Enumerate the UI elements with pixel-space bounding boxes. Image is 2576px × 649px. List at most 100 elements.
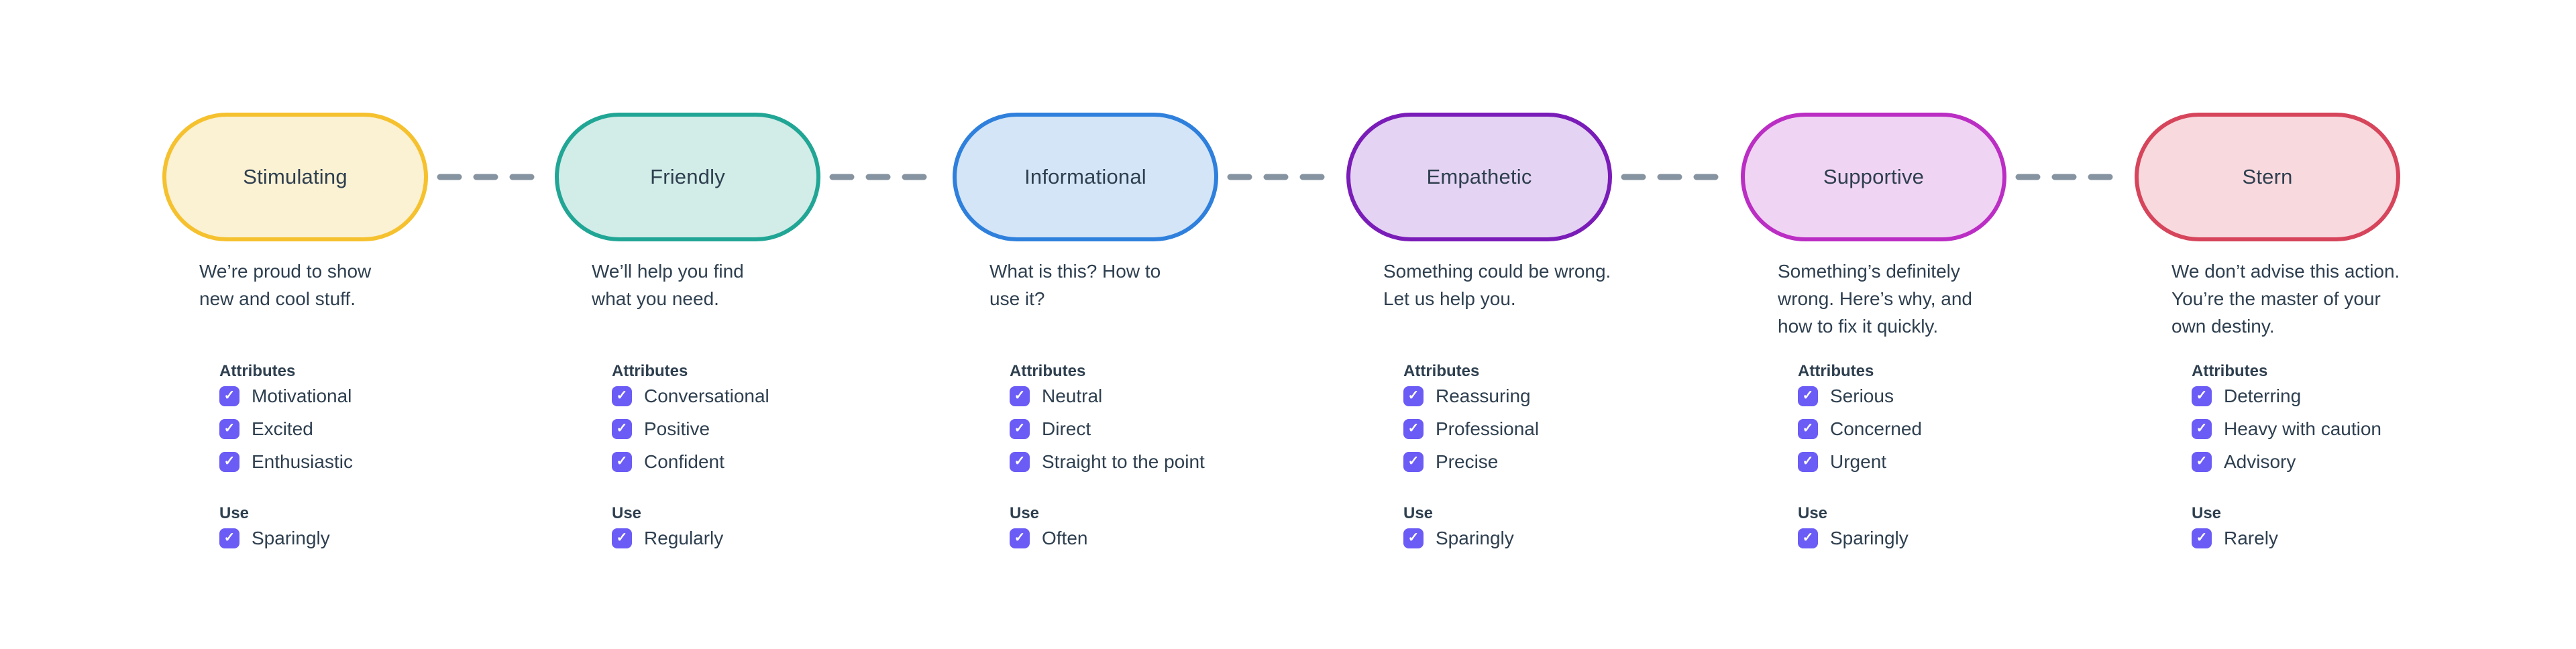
checkmark-icon: ✓ [2196,421,2208,436]
checkbox-checked-icon[interactable]: ✓ [612,452,632,472]
tone-node-stern[interactable]: Stern [2135,113,2400,241]
attribute-row: ✓ Neutral [1010,386,1238,406]
attribute-row: ✓ Straight to the point [1010,451,1238,472]
checkbox-checked-icon[interactable]: ✓ [1403,452,1424,472]
checkbox-checked-icon[interactable]: ✓ [1010,386,1030,406]
checkbox-checked-icon[interactable]: ✓ [612,419,632,439]
checkbox-checked-icon[interactable]: ✓ [1403,386,1424,406]
attributes-header: Attributes [1403,362,1480,380]
checkmark-icon: ✓ [616,530,628,545]
attribute-row: ✓ Direct [1010,418,1238,439]
attribute-label: Neutral [1042,386,1103,406]
checkbox-checked-icon[interactable]: ✓ [1010,452,1030,472]
checkbox-checked-icon[interactable]: ✓ [219,386,239,406]
use-label: Rarely [2224,528,2278,548]
checkmark-icon: ✓ [2196,454,2208,469]
checkbox-checked-icon[interactable]: ✓ [219,528,239,548]
tone-node-label: Supportive [1823,165,1925,188]
attribute-label: Concerned [1830,418,1922,439]
use-label: Sparingly [1436,528,1514,548]
checkbox-checked-icon[interactable]: ✓ [612,386,632,406]
attribute-label: Motivational [252,386,352,406]
attribute-row: ✓ Excited [219,418,447,439]
attribute-row: ✓ Professional [1403,418,1631,439]
checkbox-checked-icon[interactable]: ✓ [2192,528,2212,548]
tone-node-stimulating[interactable]: Stimulating [162,113,428,241]
attribute-row: ✓ Confident [612,451,840,472]
checkmark-icon: ✓ [616,421,628,436]
tone-node-empathetic[interactable]: Empathetic [1346,113,1612,241]
checkbox-checked-icon[interactable]: ✓ [1798,386,1818,406]
checkmark-icon: ✓ [616,388,628,403]
checkmark-icon: ✓ [2196,530,2208,545]
checkmark-icon: ✓ [1014,530,1026,545]
attribute-row: ✓ Motivational [219,386,447,406]
tone-node-friendly[interactable]: Friendly [555,113,820,241]
checkmark-icon: ✓ [1407,421,1419,436]
tone-node-label: Friendly [650,165,725,188]
tone-sections: Attributes ✓ Serious ✓ Concerned ✓ Urgen… [1798,362,2026,561]
checkmark-icon: ✓ [616,454,628,469]
checkbox-checked-icon[interactable]: ✓ [1403,528,1424,548]
tone-column-stern: Stern We don’t advise this action. You’r… [2135,0,2423,649]
attribute-row: ✓ Conversational [612,386,840,406]
checkbox-checked-icon[interactable]: ✓ [1798,452,1818,472]
checkmark-icon: ✓ [223,388,235,403]
attribute-label: Advisory [2224,451,2296,472]
checkbox-checked-icon[interactable]: ✓ [219,452,239,472]
attributes-header: Attributes [219,362,296,380]
tone-sections: Attributes ✓ Conversational ✓ Positive ✓… [612,362,840,561]
tone-description: Something’s definitely wrong. Here’s why… [1778,261,1972,337]
attribute-row: ✓ Advisory [2192,451,2420,472]
checkmark-icon: ✓ [223,421,235,436]
attribute-row: ✓ Serious [1798,386,2026,406]
checkmark-icon: ✓ [1802,530,1814,545]
attributes-header: Attributes [1010,362,1086,380]
checkbox-checked-icon[interactable]: ✓ [1010,528,1030,548]
checkbox-checked-icon[interactable]: ✓ [2192,386,2212,406]
use-row: ✓ Sparingly [1798,528,2026,548]
attribute-label: Reassuring [1436,386,1531,406]
attribute-row: ✓ Concerned [1798,418,2026,439]
use-row: ✓ Rarely [2192,528,2420,548]
checkbox-checked-icon[interactable]: ✓ [612,528,632,548]
tone-node-informational[interactable]: Informational [953,113,1218,241]
checkbox-checked-icon[interactable]: ✓ [1010,419,1030,439]
tone-column-stimulating: Stimulating We’re proud to show new and … [162,0,451,649]
use-label: Regularly [644,528,724,548]
checkmark-icon: ✓ [1014,454,1026,469]
checkbox-checked-icon[interactable]: ✓ [1798,528,1818,548]
attribute-row: ✓ Positive [612,418,840,439]
use-label: Sparingly [252,528,330,548]
checkbox-checked-icon[interactable]: ✓ [2192,452,2212,472]
tone-description: We’re proud to show new and cool stuff. [199,261,372,309]
checkbox-checked-icon[interactable]: ✓ [1403,419,1424,439]
use-header: Use [2192,504,2222,522]
tone-description: We’ll help you find what you need. [592,261,744,309]
tone-node-supportive[interactable]: Supportive [1741,113,2006,241]
use-row: ✓ Often [1010,528,1238,548]
attribute-label: Excited [252,418,313,439]
attribute-row: ✓ Enthusiastic [219,451,447,472]
checkmark-icon: ✓ [1407,454,1419,469]
checkmark-icon: ✓ [1407,530,1419,545]
checkmark-icon: ✓ [1802,454,1814,469]
attribute-label: Heavy with caution [2224,418,2382,439]
checkbox-checked-icon[interactable]: ✓ [2192,419,2212,439]
tone-description: Something could be wrong. Let us help yo… [1383,261,1611,309]
attribute-label: Urgent [1830,451,1887,472]
checkmark-icon: ✓ [1802,388,1814,403]
checkbox-checked-icon[interactable]: ✓ [219,419,239,439]
tone-node-label: Informational [1024,165,1146,188]
tone-sections: Attributes ✓ Neutral ✓ Direct ✓ Straight… [1010,362,1238,561]
attribute-label: Precise [1436,451,1499,472]
attribute-label: Deterring [2224,386,2302,406]
attribute-row: ✓ Deterring [2192,386,2420,406]
tone-sections: Attributes ✓ Deterring ✓ Heavy with caut… [2192,362,2420,561]
tone-description: What is this? How to use it? [989,261,1161,309]
checkmark-icon: ✓ [1802,421,1814,436]
checkbox-checked-icon[interactable]: ✓ [1798,419,1818,439]
attribute-label: Professional [1436,418,1540,439]
tone-node-label: Stern [2242,165,2293,188]
